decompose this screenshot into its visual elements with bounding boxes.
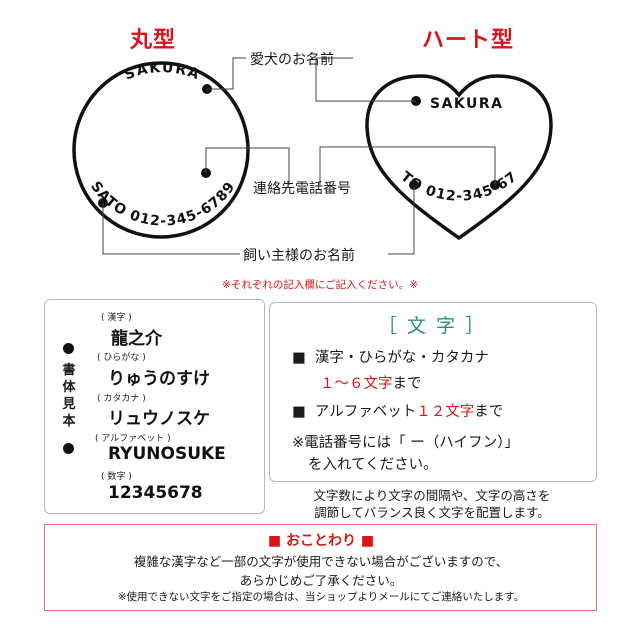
rule-line-4: を入れてください。 <box>308 457 438 473</box>
kanji-label: ( 漢字 ) <box>101 313 132 323</box>
round-tag-outline <box>72 61 250 239</box>
character-rules-title: ［ 文 字 ］ <box>377 315 487 337</box>
pet-name-label: 愛犬のお名前 <box>250 52 334 68</box>
notice-line-2: あらかじめご了承ください。 <box>239 573 403 588</box>
phone-label: 連絡先電話番号 <box>253 181 351 197</box>
hiragana-sample: りゅうのすけ <box>108 369 210 389</box>
heart-tag-pet-name: SAKURA <box>430 96 504 112</box>
rule-line-1: ■ 漢字・ひらがな・カタカナ <box>292 350 489 366</box>
heart-shape-title: ハート型 <box>422 28 515 53</box>
katakana-sample: リュウノスケ <box>108 409 210 429</box>
katakana-label: ( カタカナ ) <box>97 394 146 404</box>
tag-diagram: SAKURA SATO 012-345-6789 SAKURA SATO 012… <box>0 0 553 255</box>
spacing-note-line-1: 文字数により文字の間隔や、文字の高さを <box>313 488 551 503</box>
typeface-sample-title: 書体見本 <box>62 363 76 429</box>
typeface-sample-box <box>44 299 265 514</box>
alphabet-sample: RYUNOSUKE <box>108 444 226 464</box>
owner-name-label: 飼い主様のお名前 <box>243 248 355 264</box>
character-rules-box <box>269 302 597 482</box>
rule-line-3: ※電話番号には「 ー（ハイフン）」 <box>292 435 520 451</box>
notice-title: ■ おことわり ■ <box>267 533 375 549</box>
rule-line-1-limit: １～６文字まで <box>320 376 422 392</box>
number-sample: 12345678 <box>108 483 203 503</box>
kanji-sample: 龍之介 <box>111 329 162 349</box>
heart-tag-outline <box>365 74 553 241</box>
round-shape-title: 丸型 <box>130 28 177 53</box>
notice-line-1: 複雑な漢字など一部の文字が使用できない場合がございますので、 <box>133 554 509 569</box>
fill-each-note: ※それぞれの記入欄にご記入ください。※ <box>222 279 418 291</box>
spacing-note-line-2: 調節してバランス良く文字を配置します。 <box>314 505 550 520</box>
alphabet-label: ( アルファベット ) <box>95 434 171 444</box>
notice-line-3: ※使用できない文字をご指定の場合は、当ショップよりメールにてご連絡いたします。 <box>117 591 525 603</box>
rule-line-2: ■ アルファベット１２文字まで <box>292 404 504 420</box>
round-tag-pet-name: SAKURA <box>122 60 202 84</box>
number-label: ( 数字 ) <box>101 472 132 482</box>
hiragana-label: ( ひらがな ) <box>97 353 146 363</box>
notice-box <box>44 524 597 611</box>
bullet-dot <box>63 443 74 454</box>
bullet-dot <box>63 343 74 354</box>
